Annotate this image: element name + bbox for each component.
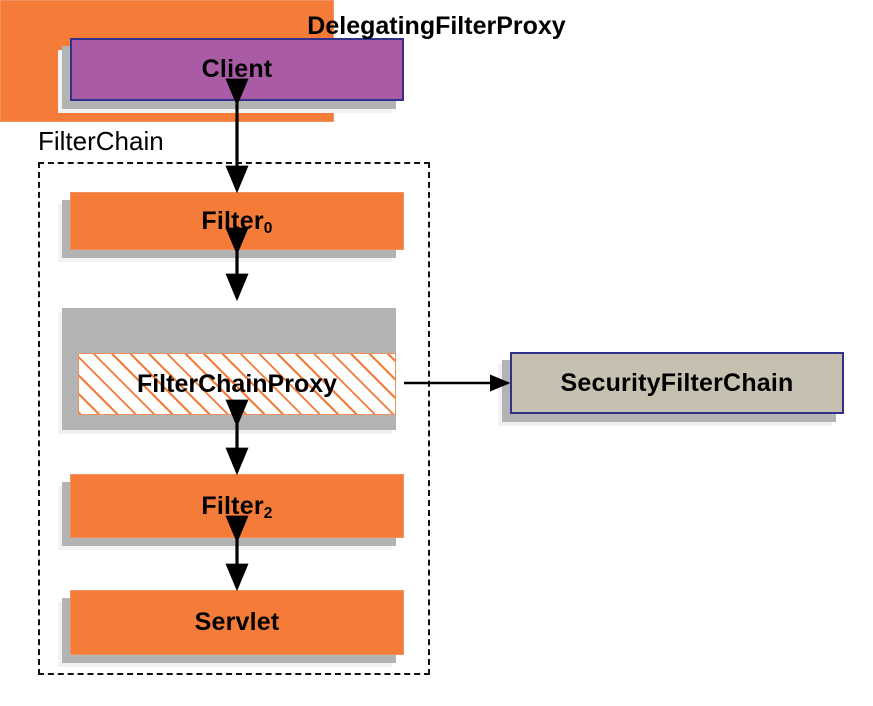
node-servlet[interactable]: Servlet: [70, 590, 404, 655]
node-filter-chain-proxy-label: FilterChainProxy: [136, 369, 338, 398]
filterchain-group-label: FilterChain: [38, 126, 164, 156]
node-filter-chain-proxy[interactable]: FilterChainProxy: [78, 353, 396, 415]
node-client-label: Client: [201, 55, 273, 83]
node-security-filter-chain-label: SecurityFilterChain: [560, 368, 794, 397]
node-filter-0-label: Filter0: [201, 206, 273, 238]
node-delegating-filter-proxy-label: DelegatingFilterProxy: [307, 11, 566, 40]
node-filter-0-subscript: 0: [263, 220, 273, 238]
node-filter-2[interactable]: Filter2: [70, 474, 404, 538]
node-filter-2-label: Filter2: [201, 491, 273, 523]
node-servlet-label: Servlet: [194, 608, 280, 636]
node-security-filter-chain[interactable]: SecurityFilterChain: [510, 352, 844, 414]
node-filter-2-subscript: 2: [263, 505, 273, 523]
node-filter-0[interactable]: Filter0: [70, 192, 404, 250]
